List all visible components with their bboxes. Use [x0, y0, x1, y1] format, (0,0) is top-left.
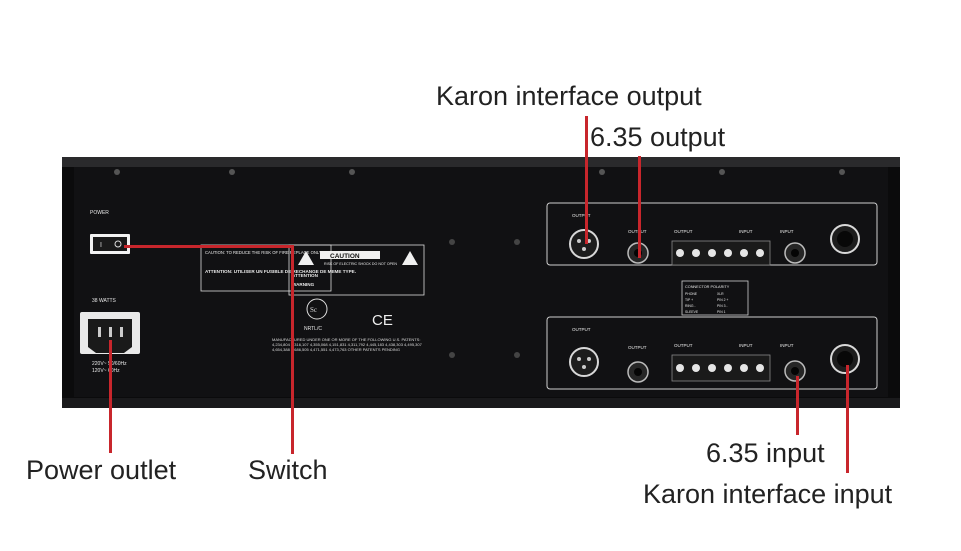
xlr-pin [577, 239, 581, 243]
patents-block: MANUFACTURED UNDER ONE OR MORE OF THE FO… [272, 337, 422, 352]
jack-output-label-upper: OUTPUT [628, 229, 647, 234]
patents-text: MANUFACTURED UNDER ONE OR MORE OF THE FO… [272, 337, 422, 352]
terminal-input-label-upper: INPUT [739, 229, 753, 234]
warning-triangle-icon [298, 251, 314, 265]
terminal-strip-upper [671, 240, 771, 266]
jack-hole [634, 368, 642, 376]
caution-sub: RISK OF ELECTRIC SHOCK DO NOT OPEN [324, 262, 397, 266]
caution-title-box [320, 251, 380, 259]
nrtl-label: NRTL/C [304, 326, 322, 332]
xlr-output-label-lower: OUTPUT [572, 327, 591, 332]
polarity-pin1: PIN 1 [717, 310, 726, 314]
attention-left-text: ATTENTION: UTILISER UN FUSIBLE DE RECHAN… [205, 269, 356, 274]
jack-output-label-lower: OUTPUT [628, 345, 647, 350]
screw [839, 169, 845, 175]
screw [514, 239, 520, 245]
rear-panel-drawing: POWER I 38 WATTS 220V~ 50/60Hz 120V~ 60H… [62, 157, 900, 408]
certification-seal [306, 298, 328, 320]
callout-line-switch-vertical [291, 245, 294, 454]
power-pin [109, 327, 112, 337]
terminal-screws-upper [676, 249, 764, 257]
switch-on-mark [114, 240, 122, 248]
jack-hole [791, 367, 799, 375]
callout-line-switch-horizontal [124, 245, 294, 248]
watts-label: 38 WATTS [92, 298, 117, 304]
xlr-pin [582, 247, 586, 251]
screw [514, 352, 520, 358]
polarity-pin3: PIN 3 - [717, 304, 728, 308]
callout-switch: Switch [248, 455, 328, 485]
certification-seal-mark: Sc [310, 306, 317, 314]
warning-triangle-icon [402, 251, 418, 265]
xlr-socket [837, 231, 853, 247]
polarity-sleeve: SLEEVE [685, 310, 699, 314]
warning-right: WARNING [292, 282, 315, 287]
screw [599, 169, 605, 175]
power-pin [98, 327, 101, 337]
xlr-pin [587, 357, 591, 361]
jack-input-label-upper: INPUT [780, 229, 794, 234]
callout-jack-input: 6.35 input [706, 438, 825, 468]
terminal-screws-lower [676, 364, 764, 372]
callout-karon-interface-input: Karon interface input [643, 479, 893, 509]
screw [449, 352, 455, 358]
caution-box-right [288, 244, 425, 296]
callout-jack-output: 6.35 output [590, 122, 726, 152]
caution-left-text: CAUTION: TO REDUCE THE RISK OF FIRE REPL… [205, 250, 372, 255]
channel-panel-lower [546, 316, 878, 390]
polarity-ring: RING - [685, 304, 696, 308]
xlr-pin [577, 357, 581, 361]
screw [449, 239, 455, 245]
switch-off-mark: I [100, 242, 102, 249]
ce-mark: CE [372, 312, 393, 329]
callout-line-jack-output [638, 156, 641, 258]
callout-line-karon-output [585, 116, 588, 244]
connector-polarity-title: CONNECTOR POLARITY [685, 285, 730, 289]
xlr-pin [587, 239, 591, 243]
jack-input-label-lower: INPUT [780, 343, 794, 348]
voltage-label-2: 120V~ 60Hz [92, 368, 120, 374]
power-switch-rocker[interactable] [93, 237, 127, 251]
polarity-pin2: PIN 2 + [717, 298, 728, 302]
callout-line-jack-input [796, 376, 799, 435]
xlr-output-jack-lower[interactable] [569, 347, 599, 377]
xlr-output-label-upper: OUTPUT [572, 213, 591, 218]
callout-line-power-outlet [109, 340, 112, 453]
xlr-output-jack-upper[interactable] [569, 229, 599, 259]
terminal-strip-lower [671, 354, 771, 382]
polarity-tip: TIP + [685, 298, 693, 302]
callout-karon-interface-output: Karon interface output [436, 81, 702, 111]
screw [719, 169, 725, 175]
callout-power-outlet: Power outlet [26, 455, 177, 485]
caution-title: CAUTION [330, 253, 360, 260]
chassis-top-edge [62, 157, 900, 167]
power-pin [120, 327, 123, 337]
terminal-output-label-lower: OUTPUT [674, 343, 693, 348]
xlr-socket [837, 351, 853, 367]
chassis-bottom-edge [62, 398, 900, 408]
connector-polarity-box [681, 280, 749, 316]
screw [229, 169, 235, 175]
polarity-phone: PHONE [685, 292, 698, 296]
power-label: POWER [90, 210, 109, 216]
equalizer-rear-panel: POWER I 38 WATTS 220V~ 50/60Hz 120V~ 60H… [62, 157, 900, 408]
attention-right: ATTENTION [292, 273, 319, 278]
screw [349, 169, 355, 175]
jack-hole [791, 249, 799, 257]
screw [114, 169, 120, 175]
terminal-input-label-lower: INPUT [739, 343, 753, 348]
terminal-output-label-upper: OUTPUT [674, 229, 693, 234]
callout-line-karon-input [846, 365, 849, 473]
polarity-xlr: XLR [717, 292, 724, 296]
xlr-pin [582, 365, 586, 369]
